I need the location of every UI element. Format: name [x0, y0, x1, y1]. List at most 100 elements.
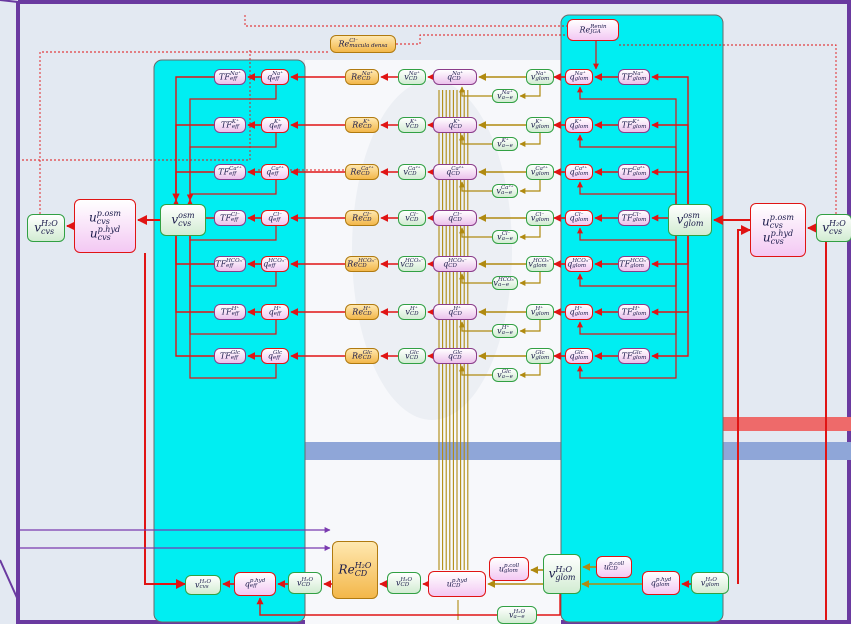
row-1-q-eff-sub: eff — [274, 125, 281, 131]
row-6-q-glom: qGlcglom — [565, 348, 593, 364]
row-0-v-glom-sub: glom — [535, 77, 549, 83]
row-2-q-glom-indices: Ca²⁺glom — [575, 167, 589, 178]
row-3-q-cd-indices: Cl⁻CD — [453, 213, 462, 224]
row-1-tf-glom-sub: glom — [633, 125, 647, 131]
row-6-q-eff-label: qGlceff — [268, 351, 282, 362]
row-5-tf-glom: TFH⁺glom — [618, 304, 650, 320]
row-3-q-eff-label: qCl⁻eff — [268, 213, 282, 224]
v-h2o-cd-right: vH₂OCD — [387, 572, 421, 594]
row-3-re-cd-sub: CD — [363, 218, 372, 224]
row-3-v-glom: vCl⁻glom — [526, 210, 554, 226]
row-3-v-cd-sub: CD — [410, 218, 419, 224]
row-5-v-glom-label: vH⁺glom — [531, 307, 549, 318]
row-0-q-eff-sub: eff — [272, 77, 279, 83]
row-5-tf-glom-sub: glom — [633, 312, 647, 318]
u-cvs-right: up.osmcvsup.hydcvs — [750, 203, 806, 257]
u-cvs-right-l1-base: u — [762, 215, 770, 229]
row-3-q-glom-indices: Cl⁻glom — [575, 213, 589, 224]
row-3-v-glom-indices: Cl⁻glom — [535, 213, 549, 224]
v-h2o-cvs-left-indices: H₂Ocvs — [41, 220, 58, 236]
row-4-v-glom-sub: glom — [533, 264, 547, 270]
v-osm-glom-label: vosmglom — [677, 212, 704, 228]
v-h2o-ae-sub: a−e — [514, 615, 525, 621]
row-6-re-cd-label: ReGlcCD — [352, 351, 372, 362]
row-6-v-glom-indices: Glcglom — [535, 351, 549, 362]
re-h2o-cd-sub: CD — [355, 570, 368, 578]
row-3-tf-eff-sub: eff — [231, 218, 238, 224]
row-2-q-eff-sub: eff — [271, 172, 278, 178]
row-0-re-cd: ReNa⁺CD — [345, 69, 379, 85]
v-h2o-cvs-bottom: vH₂Ocvs — [185, 575, 221, 595]
row-4-q-eff-label: qHCO₃⁻eff — [263, 259, 287, 270]
row-3-v-ae-indices: Cl⁻a−e — [502, 232, 513, 243]
v-h2o-cd-left-sub: CD — [302, 583, 311, 589]
row-3-v-ae: vCl⁻a−e — [492, 230, 518, 244]
row-0-v-cd-indices: Na⁺CD — [409, 72, 420, 83]
row-1-v-cd-label: vK⁺CD — [405, 120, 418, 131]
row-1-v-ae-sub: a−e — [502, 144, 513, 150]
row-4-q-cd-sub: CD — [448, 264, 457, 270]
u-hyd-cd: up.hydCD — [428, 571, 486, 597]
row-3-tf-eff: TFCl⁻eff — [214, 210, 246, 226]
v-osm-cvs-label: vosmcvs — [171, 212, 194, 228]
row-4-q-cd-label: qHCO₃⁻CD — [443, 259, 467, 270]
u-cvs-left-l1: up.osmcvs — [89, 210, 121, 226]
v-h2o-cvs-bottom-sub: cvs — [200, 585, 209, 591]
v-h2o-cvs-left-base: v — [34, 221, 41, 235]
row-2-q-glom-sub: glom — [575, 172, 589, 178]
row-3-q-eff-indices: Cl⁻eff — [273, 213, 282, 224]
u-hyd-cd-sub: CD — [452, 584, 461, 590]
row-3-re-cd-indices: Cl⁻CD — [363, 213, 372, 224]
row-0-tf-eff-label: TFNa⁺eff — [219, 72, 241, 83]
row-0-v-ae: vNa⁺a−e — [492, 89, 518, 103]
v-osm-glom: vosmglom — [668, 204, 712, 236]
u-cvs-left-l2: up.hydcvs — [90, 226, 120, 242]
row-1-q-glom-sub: glom — [575, 125, 589, 131]
row-6-v-cd-label: vGlcCD — [405, 351, 419, 362]
row-4-q-eff: qHCO₃⁻eff — [261, 256, 289, 272]
row-2-v-glom-sub: glom — [535, 172, 549, 178]
row-5-v-cd: vH⁺CD — [398, 304, 426, 320]
re-macula-densa-base: Re — [338, 39, 349, 48]
row-5-re-cd-indices: H⁺CD — [363, 307, 372, 318]
row-5-q-eff: qH⁺eff — [261, 304, 289, 320]
re-macula-densa-indices: Cl⁻macula densa — [349, 39, 387, 50]
v-h2o-cd-right-indices: H₂OCD — [401, 578, 413, 589]
row-4-q-glom-sub: glom — [572, 264, 586, 270]
v-h2o-cvs-bottom-indices: H₂Ocvs — [200, 580, 212, 591]
v-h2o-glom-right: vH₂Oglom — [691, 572, 729, 594]
v-h2o-cvs-right-indices: H₂Ocvs — [829, 220, 846, 236]
row-4-q-cd-indices: HCO₃⁻CD — [448, 259, 467, 270]
row-6-v-ae-indices: Glca−e — [502, 370, 513, 381]
v-osm-glom-sub: glom — [683, 220, 703, 228]
v-h2o-cvs-right-label: vH₂Ocvs — [822, 220, 846, 236]
row-1-re-cd-indices: K⁺CD — [363, 120, 372, 131]
row-1-q-cd-indices: K⁺CD — [453, 120, 462, 131]
row-1-tf-glom-indices: K⁺glom — [633, 120, 647, 131]
row-5-tf-eff-sub: eff — [232, 312, 239, 318]
row-4-tf-glom-sub: glom — [630, 264, 644, 270]
row-6-q-eff-sub: eff — [273, 356, 280, 362]
row-2-v-glom-indices: Ca²⁺glom — [535, 167, 549, 178]
re-jga-base: Re — [579, 25, 590, 34]
row-3-q-cd-label: qCl⁻CD — [448, 213, 462, 224]
row-0-tf-glom-sub: glom — [633, 77, 647, 83]
row-5-q-cd-label: qH⁺CD — [448, 307, 462, 318]
re-jga: ReReninJGA — [567, 19, 619, 41]
v-h2o-cd-left: vH₂OCD — [288, 572, 322, 594]
row-2-tf-glom-sub: glom — [633, 172, 647, 178]
row-1-tf-glom-label: TFK⁺glom — [622, 120, 647, 131]
